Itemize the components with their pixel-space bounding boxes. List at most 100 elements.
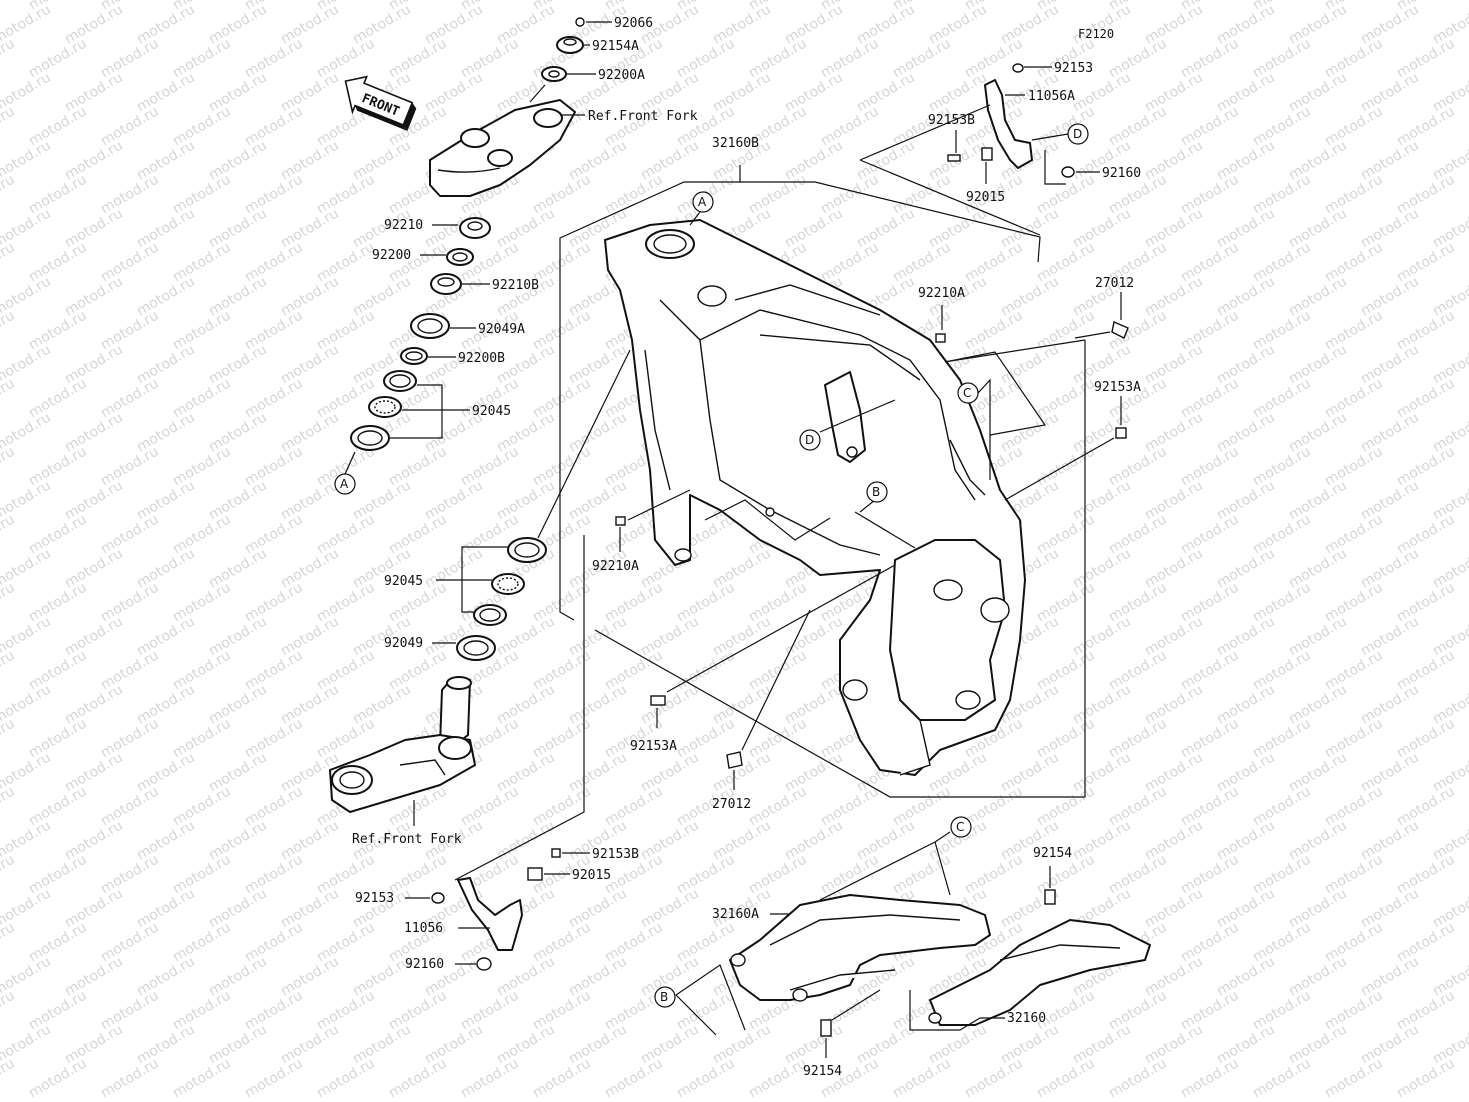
label-92153-tr: 92153: [1054, 61, 1093, 76]
label-92049: 92049: [384, 636, 423, 651]
callout-a-left-text: A: [340, 477, 349, 491]
bracket-group-11056: 92153B 92015 92153 11056 92160: [355, 847, 639, 972]
bolt-92153B-bl: [551, 848, 561, 858]
watermark-text: motod.ru: [1322, 1055, 1386, 1101]
label-92210A-right: 92210A: [918, 286, 965, 301]
callout-d-bracket-text: D: [1073, 127, 1082, 141]
watermark-text: motod.ru: [530, 1055, 594, 1101]
bracket-11056A: [984, 79, 1033, 169]
label-92200: 92200: [372, 248, 411, 263]
label-92160-bl: 92160: [405, 957, 444, 972]
watermark-text: motod.ru: [0, 715, 18, 761]
callout-c-sub: [950, 816, 972, 838]
plate-27012-right: [1111, 321, 1129, 339]
callout-c-sub-text: C: [956, 820, 964, 834]
ref-front-fork-top: Ref.Front Fork: [588, 109, 698, 124]
callout-c-frame: [957, 382, 979, 404]
watermark-text: motod.ru: [1178, 1055, 1242, 1101]
watermark-text: motod.ru: [0, 171, 18, 217]
watermark-text: motod.ru: [0, 1055, 18, 1101]
plate-27012-mid: [726, 751, 743, 769]
watermark-text: motod.ru: [0, 579, 18, 625]
callout-a-left: [334, 473, 356, 495]
main-frame-32160B: 32160B: [559, 136, 1086, 798]
bolt-92154-top: [1044, 889, 1056, 905]
bolt-92153A-right: [1115, 427, 1127, 439]
label-92154-top: 92154: [1033, 846, 1072, 861]
label-92210A-mid: 92210A: [592, 559, 639, 574]
label-92015-tr: 92015: [966, 190, 1005, 205]
callout-d-frame-text: D: [805, 433, 814, 447]
watermark-text: motod.ru: [0, 851, 18, 897]
callout-a-frame: [692, 191, 714, 213]
watermark-text: motod.ru: [746, 1055, 810, 1101]
callout-a-frame-text: A: [698, 195, 707, 209]
label-92154-bottom: 92154: [803, 1064, 842, 1079]
label-92153A-mid: 92153A: [630, 739, 677, 754]
bolt-92210A-right: [935, 333, 946, 343]
bolt-92153B-tr: [947, 154, 961, 162]
watermark-text: motod.ru: [0, 0, 18, 13]
bracket-11056: [457, 877, 523, 951]
watermark-text: motod.ru: [386, 1055, 450, 1101]
label-92066: 92066: [614, 16, 653, 31]
collar-92015-bl: [527, 867, 543, 881]
steering-stem-parts: 92066 92154A 92200A Ref.Front Fork 92210: [329, 16, 698, 847]
label-92210B: 92210B: [492, 278, 539, 293]
label-92153B-tr: 92153B: [928, 113, 975, 128]
front-arrow-icon: FRONT: [344, 75, 417, 131]
label-92045-top: 92045: [472, 404, 511, 419]
callout-b-frame: [866, 481, 888, 503]
upper-triple-clamp: [429, 99, 576, 197]
watermark-text: motod.ru: [890, 1055, 954, 1101]
label-92160-tr: 92160: [1102, 166, 1141, 181]
watermark-text: motod.ru: [242, 1055, 306, 1101]
callout-c-frame-text: C: [963, 386, 971, 400]
bolt-92153A-mid: [650, 695, 666, 706]
callout-b-frame-text: B: [872, 485, 880, 499]
cap-92066: [575, 17, 585, 27]
label-92153-bl: 92153: [355, 891, 394, 906]
label-92045-mid: 92045: [384, 574, 423, 589]
label-27012-right: 27012: [1095, 276, 1134, 291]
label-92015-bl: 92015: [572, 868, 611, 883]
watermark-text: motod.ru: [98, 1055, 162, 1101]
lower-triple-clamp: [329, 676, 476, 813]
watermark-text: motod.ru: [0, 239, 18, 285]
watermark-text: motod.ru: [1394, 1055, 1458, 1101]
bolt-92153-tr: [1012, 63, 1024, 73]
label-92049A: 92049A: [478, 322, 525, 337]
label-92153A-right: 92153A: [1094, 380, 1141, 395]
label-11056A: 11056A: [1028, 89, 1075, 104]
watermark-text: motod.ru: [26, 1055, 90, 1101]
callout-b-sub: [654, 986, 676, 1008]
ref-front-fork-bottom: Ref.Front Fork: [352, 832, 462, 847]
callout-d-bracket: [1067, 123, 1089, 145]
label-92210: 92210: [384, 218, 423, 233]
mid-fasteners: 92210A 92153A 27012: [454, 489, 896, 881]
label-32160A: 32160A: [712, 907, 759, 922]
callout-b-sub-text: B: [660, 990, 668, 1004]
label-92154A: 92154A: [592, 39, 639, 54]
watermark-text: motod.ru: [0, 103, 18, 149]
watermark-text: motod.ru: [314, 1055, 378, 1101]
label-27012-mid: 27012: [712, 797, 751, 812]
watermark-text: motod.ru: [170, 1055, 234, 1101]
watermark-text: motod.ru: [962, 1055, 1026, 1101]
nut-92160-tr: [1061, 166, 1075, 178]
watermark-text: motod.ru: [0, 647, 18, 693]
bolt-92154-bottom: [820, 1019, 832, 1037]
label-92153B-bl: 92153B: [592, 847, 639, 862]
label-32160: 32160: [1007, 1011, 1046, 1026]
watermark-text: motod.ru: [1250, 1055, 1314, 1101]
watermark-text: motod.ru: [0, 987, 18, 1033]
watermark-text: motod.ru: [0, 783, 18, 829]
label-92200B: 92200B: [458, 351, 505, 366]
bolt-92153-bl: [431, 892, 445, 904]
rear-subframes: C 32160A B 32160 92154 92154: [654, 816, 1151, 1079]
bracket-group-11056A: 92153 11056A D 92153B 92015 92160: [859, 61, 1141, 236]
watermark-text: motod.ru: [0, 35, 18, 81]
label-92200A: 92200A: [598, 68, 645, 83]
